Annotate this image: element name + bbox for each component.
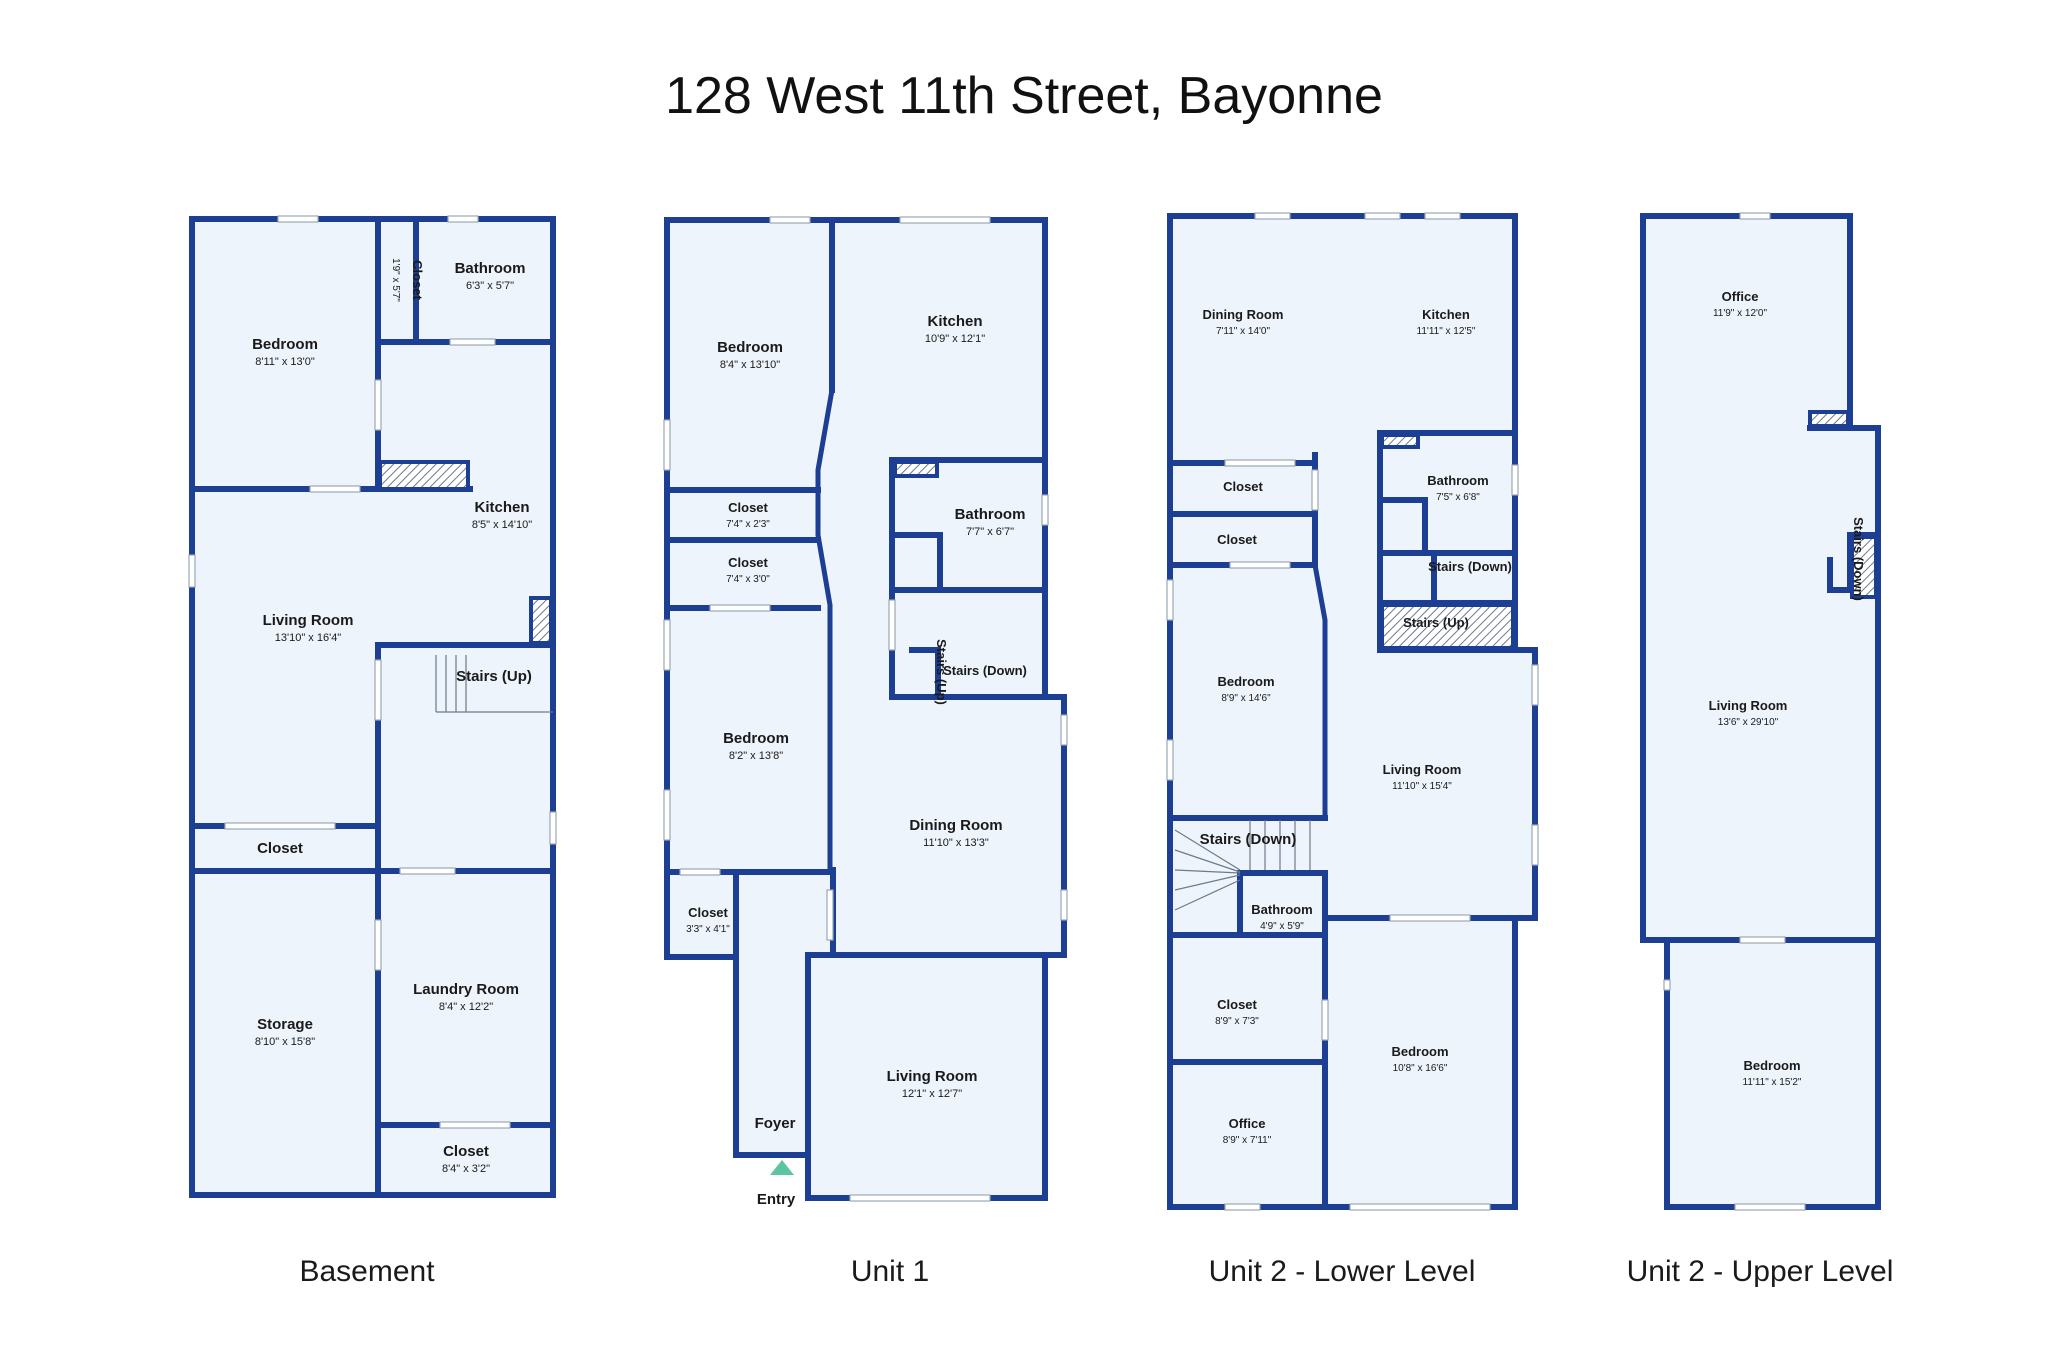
room-dimensions: 7'4" x 3'0" [726,574,770,585]
floor-unit-2-upper: Office 11'9" x 12'0" Stairs (Down) Livin… [1627,212,1894,1288]
room-dimensions: 11'10" x 15'4" [1392,781,1452,792]
room-name: Bathroom [1427,473,1488,488]
chimney-hatch [378,460,470,491]
room-name: Stairs (Down) [943,663,1027,678]
room-dimensions: 11'11" x 15'2" [1743,1077,1802,1088]
room-dimensions: 6'3" x 5'7" [466,280,514,292]
room-name: Kitchen [927,313,982,330]
room-name: Bathroom [1251,902,1312,917]
room-name: Bedroom [723,730,789,747]
room-dimensions: 10'8" x 16'6" [1393,1063,1448,1074]
room-name: Closet [1223,479,1263,494]
room-dimensions: 11'9" x 12'0" [1713,308,1768,319]
room-name: Stairs (Down) [1200,831,1297,848]
room-name: Stairs (Up) [1403,615,1469,630]
room-dimensions: 8'9" x 7'3" [1215,1016,1259,1027]
room-name: Closet [728,500,768,515]
room-name: Bedroom [1391,1044,1448,1059]
room-dimensions: 7'7" x 6'7" [966,526,1014,538]
room-dimensions: 8'2" x 13'8" [729,750,783,762]
room-dimensions: 8'11" x 13'0" [255,356,315,368]
room-name: Entry [757,1191,796,1208]
room-dimensions: 8'9" x 7'11" [1223,1135,1272,1146]
stairs-up [435,655,553,713]
room-name: Living Room [1709,698,1788,713]
windows [1663,212,1806,1211]
room-dimensions: 11'10" x 13'3" [923,837,989,849]
room-name: Storage [257,1016,313,1033]
room-dimensions: 7'4" x 2'3" [726,519,770,530]
windows [663,216,1068,1202]
room-name: Laundry Room [413,981,519,998]
chimney-hatch [1808,410,1850,428]
floor-unit-2-lower: Dining Room 7'11" x 14'0" Kitchen 11'11"… [1166,212,1539,1288]
floor-label: Unit 1 [851,1255,929,1288]
floor-basement: Bedroom 8'11" x 13'0" Closet 1'9" x 5'7"… [188,215,557,1288]
room-name: Closet [410,260,425,300]
room-name: Closet [257,840,303,857]
room-name: Office [1229,1116,1266,1131]
room-name: Bedroom [1217,674,1274,689]
room-dimensions: 8'4" x 12'2" [439,1001,493,1013]
floor-label: Unit 2 - Lower Level [1209,1255,1476,1288]
windows [188,215,557,1129]
room-dimensions: 10'9" x 12'1" [925,333,985,345]
chimney-hatch [893,460,939,478]
floor-unit-1: Bedroom 8'4" x 13'10" Kitchen 10'9" x 12… [663,216,1068,1288]
room-dimensions: 12'1" x 12'7" [902,1088,962,1100]
room-dimensions: 8'5" x 14'10" [472,519,532,531]
windows [1166,212,1539,1211]
page-title: 128 West 11th Street, Bayonne [665,67,1383,125]
room-name: Foyer [755,1115,796,1132]
room-name: Closet [1217,997,1257,1012]
room-name: Kitchen [1422,307,1470,322]
stairs-down-hatch [1850,535,1878,599]
chimney-hatch [529,596,553,645]
room-name: Bathroom [455,260,526,277]
chimney-hatch [1380,433,1420,449]
room-dimensions: 8'10" x 15'8" [255,1036,315,1048]
room-name: Closet [728,555,768,570]
room-name: Living Room [263,612,354,629]
room-dimensions: 1'9" x 5'7" [390,258,401,302]
room-name: Bedroom [717,339,783,356]
room-dimensions: 4'9" x 5'9" [1260,921,1304,932]
room-name: Living Room [1383,762,1462,777]
room-name: Closet [1217,532,1257,547]
floor-label: Unit 2 - Upper Level [1627,1255,1894,1288]
room-name: Bedroom [252,336,318,353]
room-dimensions: 8'9" x 14'6" [1221,693,1271,704]
room-name: Closet [443,1143,489,1160]
floor-label: Basement [299,1255,435,1288]
room-dimensions: 11'11" x 12'5" [1417,326,1476,337]
room-name: Stairs (Down) [1851,517,1866,601]
room-dimensions: 8'4" x 13'10" [720,359,780,371]
room-name: Kitchen [474,499,529,516]
room-name: Living Room [887,1068,978,1085]
room-name: Stairs (Up) [456,668,532,685]
entry-arrow-icon [770,1160,794,1175]
room-name: Stairs (Up) [934,639,949,705]
stairs-down-spiral [1174,820,1311,911]
room-name: Dining Room [1203,307,1284,322]
room-name: Stairs (Down) [1428,559,1512,574]
room-name: Dining Room [909,817,1002,834]
room-name: Closet [688,905,728,920]
room-dimensions: 8'4" x 3'2" [442,1163,490,1175]
room-name: Office [1722,289,1759,304]
room-dimensions: 7'11" x 14'0" [1216,326,1271,337]
room-dimensions: 13'10" x 16'4" [275,632,342,644]
room-dimensions: 7'5" x 6'8" [1436,492,1480,503]
stairs-up-hatch [1380,603,1515,650]
room-name: Bedroom [1743,1058,1800,1073]
room-name: Bathroom [955,506,1026,523]
room-dimensions: 3'3" x 4'1" [686,924,730,935]
room-dimensions: 13'6" x 29'10" [1718,717,1779,728]
